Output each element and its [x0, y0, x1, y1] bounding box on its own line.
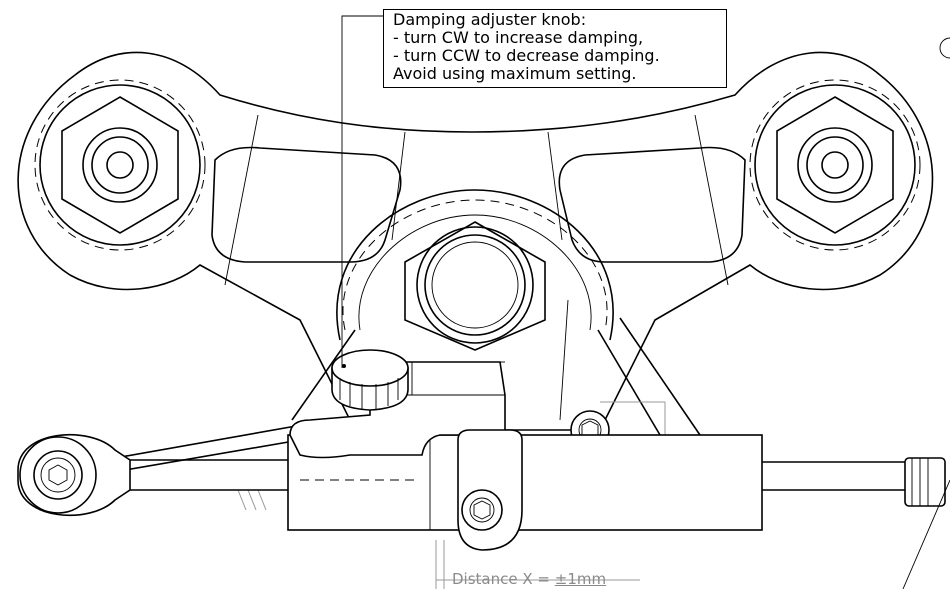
stem-nut [336, 189, 614, 351]
callout-leader [341, 15, 383, 368]
rod-end-eye [17, 433, 131, 517]
distance-x-prefix: Distance X = [452, 570, 555, 588]
callout-line-3: - turn CCW to decrease damping. [393, 46, 660, 65]
callout-line-2: - turn CW to increase damping, [393, 28, 644, 47]
damping-adjuster-knob [331, 349, 409, 411]
callout-line-1: Damping adjuster knob: [393, 10, 587, 29]
right-clamp-bolt [749, 79, 921, 251]
triple-clamp [17, 51, 934, 431]
distance-x-dimension [435, 540, 640, 589]
damping-knob-callout: Damping adjuster knob: - turn CW to incr… [383, 9, 727, 88]
clamp-lug [457, 429, 523, 551]
frame-struts [291, 299, 701, 436]
damper-housing [289, 361, 506, 459]
damper-bracket-outline [237, 401, 666, 511]
left-clamp-bolt [34, 79, 206, 251]
callout-line-4: Avoid using maximum setting. [393, 64, 637, 83]
distance-x-label: Distance X = ±1mm [452, 570, 606, 588]
partial-balloon [902, 37, 950, 589]
distance-x-tolerance: ±1mm [554, 570, 607, 588]
